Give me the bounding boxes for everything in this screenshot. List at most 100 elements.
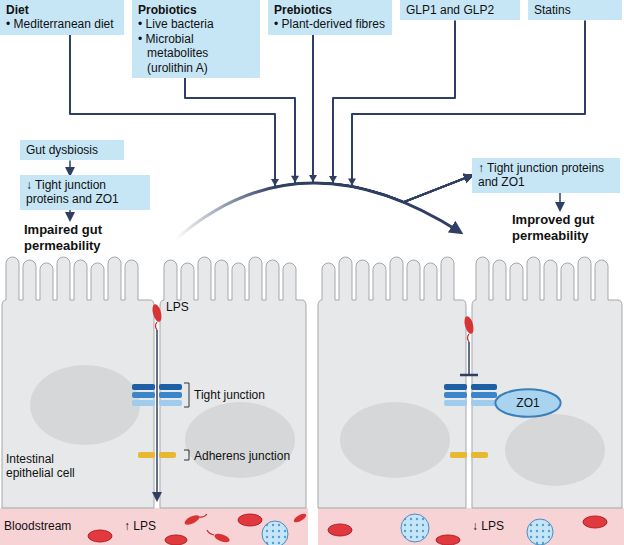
main-arrow: [175, 183, 460, 240]
box-text: Statins: [534, 3, 616, 17]
adherens-junction: [138, 452, 155, 458]
nucleus: [505, 414, 605, 486]
red-blood-cell: [88, 530, 112, 542]
red-blood-cell: [238, 514, 262, 526]
box-text: GLP1 and GLP2: [406, 3, 514, 17]
red-blood-cell: [328, 524, 352, 536]
bracket: [184, 450, 189, 460]
tight-junction: [159, 384, 182, 390]
lps-arrow: [460, 374, 478, 377]
tight-junction: [444, 400, 467, 406]
factor-box: Probiotics• Live bacteria• Microbial met…: [132, 0, 260, 78]
box-text: ZO1: [516, 396, 539, 410]
arrowhead: [329, 176, 337, 183]
part-label: Intestinal epithelial cell: [6, 452, 98, 481]
tight-junction: [471, 384, 497, 390]
immune-cell: [527, 519, 553, 545]
part-label: Adherens junction: [194, 449, 290, 463]
tight-junction: [132, 392, 155, 398]
nucleus: [30, 365, 140, 445]
region-label: Bloodstream: [4, 519, 71, 533]
factor-box: Diet• Mediterranean diet: [0, 0, 124, 35]
arrowhead: [271, 179, 279, 186]
nucleus: [340, 402, 450, 478]
box-heading: Diet: [6, 3, 118, 17]
bloodstream-band: [0, 508, 624, 545]
factor-box: GLP1 and GLP2: [400, 0, 520, 20]
box-heading: Probiotics: [138, 3, 254, 17]
epithelial-cell: [472, 257, 622, 508]
tight-junction: [444, 384, 467, 390]
bracket: [184, 383, 189, 460]
bloodstream-band: [318, 508, 624, 545]
tight-junction: [132, 400, 155, 406]
lps-bacterium: [199, 514, 207, 517]
arrow: [69, 210, 71, 220]
lps-bacterium: [156, 322, 158, 330]
box-text: • Mediterranean diet: [6, 17, 118, 31]
immune-cell: [401, 514, 429, 542]
immune-cell: [262, 521, 288, 545]
box-heading: Prebiotics: [274, 3, 386, 17]
process-box: Gut dysbiosis: [20, 140, 124, 160]
nucleus: [30, 365, 605, 486]
lps-bacterium: [151, 303, 475, 544]
connector-arrow: [313, 35, 472, 202]
tight-junction: [132, 384, 155, 390]
lps-bacterium: [468, 334, 470, 342]
tight-junction: [444, 392, 467, 398]
tight-junction: [132, 384, 497, 406]
lps-arrow: [157, 330, 478, 500]
process-box: ↑ Tight junction proteins and ZO1: [472, 158, 620, 193]
part-label: Tight junction: [194, 388, 265, 402]
adherens-junction: [471, 452, 488, 458]
change-label: ↓ LPS: [472, 519, 504, 533]
red-blood-cell: [436, 535, 460, 545]
tight-junction: [159, 400, 182, 406]
box-text: ↓ Tight junction proteins and ZO1: [26, 178, 144, 207]
box-text: • Plant-derived fibres: [274, 17, 386, 31]
adherens-junction: [450, 452, 467, 458]
molecule-label: LPS: [166, 300, 189, 314]
factor-box: Prebiotics• Plant-derived fibres: [268, 0, 392, 35]
red-blood-cell: [583, 516, 607, 528]
outcome-label: Impaired gut permeability: [24, 222, 134, 253]
outcome-label: Improved gut permeability: [512, 212, 620, 243]
bracket: [184, 383, 189, 407]
lps-bacterium: [207, 530, 214, 535]
adherens-junction: [138, 452, 488, 458]
factor-box: Statins: [528, 0, 622, 20]
tight-junction: [471, 392, 497, 398]
arrowhead: [309, 175, 317, 182]
change-label: ↑ LPS: [124, 519, 156, 533]
box-text: • Microbial metabolites (urolithin A): [138, 32, 254, 75]
adherens-junction: [159, 452, 176, 458]
immune-cell: [262, 514, 553, 545]
connector-arrow: [69, 160, 71, 175]
tight-junction: [471, 400, 497, 406]
process-box: ↓ Tight junction proteins and ZO1: [20, 175, 150, 210]
red-blood-cell: [165, 535, 187, 545]
bloodstream-band: [0, 508, 308, 545]
arrow: [559, 193, 561, 210]
lps-bacterium: [292, 512, 307, 524]
box-text: • Live bacteria: [138, 17, 254, 31]
epithelial-cell: [2, 257, 622, 508]
lps-arrow: [156, 330, 158, 500]
lps-arrow: [468, 342, 470, 374]
lps-bacterium: [463, 315, 475, 334]
lps-bacterium: [213, 532, 230, 544]
epithelial-cell: [318, 257, 466, 508]
arrowhead: [291, 176, 299, 183]
epithelial-cell: [160, 257, 306, 508]
box-text: Gut dysbiosis: [26, 143, 118, 157]
connector-arrow: [333, 20, 472, 202]
lps-bacterium: [183, 513, 200, 526]
arrowhead: [348, 179, 356, 186]
lps-bacterium: [151, 303, 163, 322]
protein-ellipse: ZO1: [494, 388, 562, 418]
epithelial-cell: [2, 257, 154, 508]
tight-junction: [159, 392, 182, 398]
red-blood-cell: [88, 514, 607, 545]
